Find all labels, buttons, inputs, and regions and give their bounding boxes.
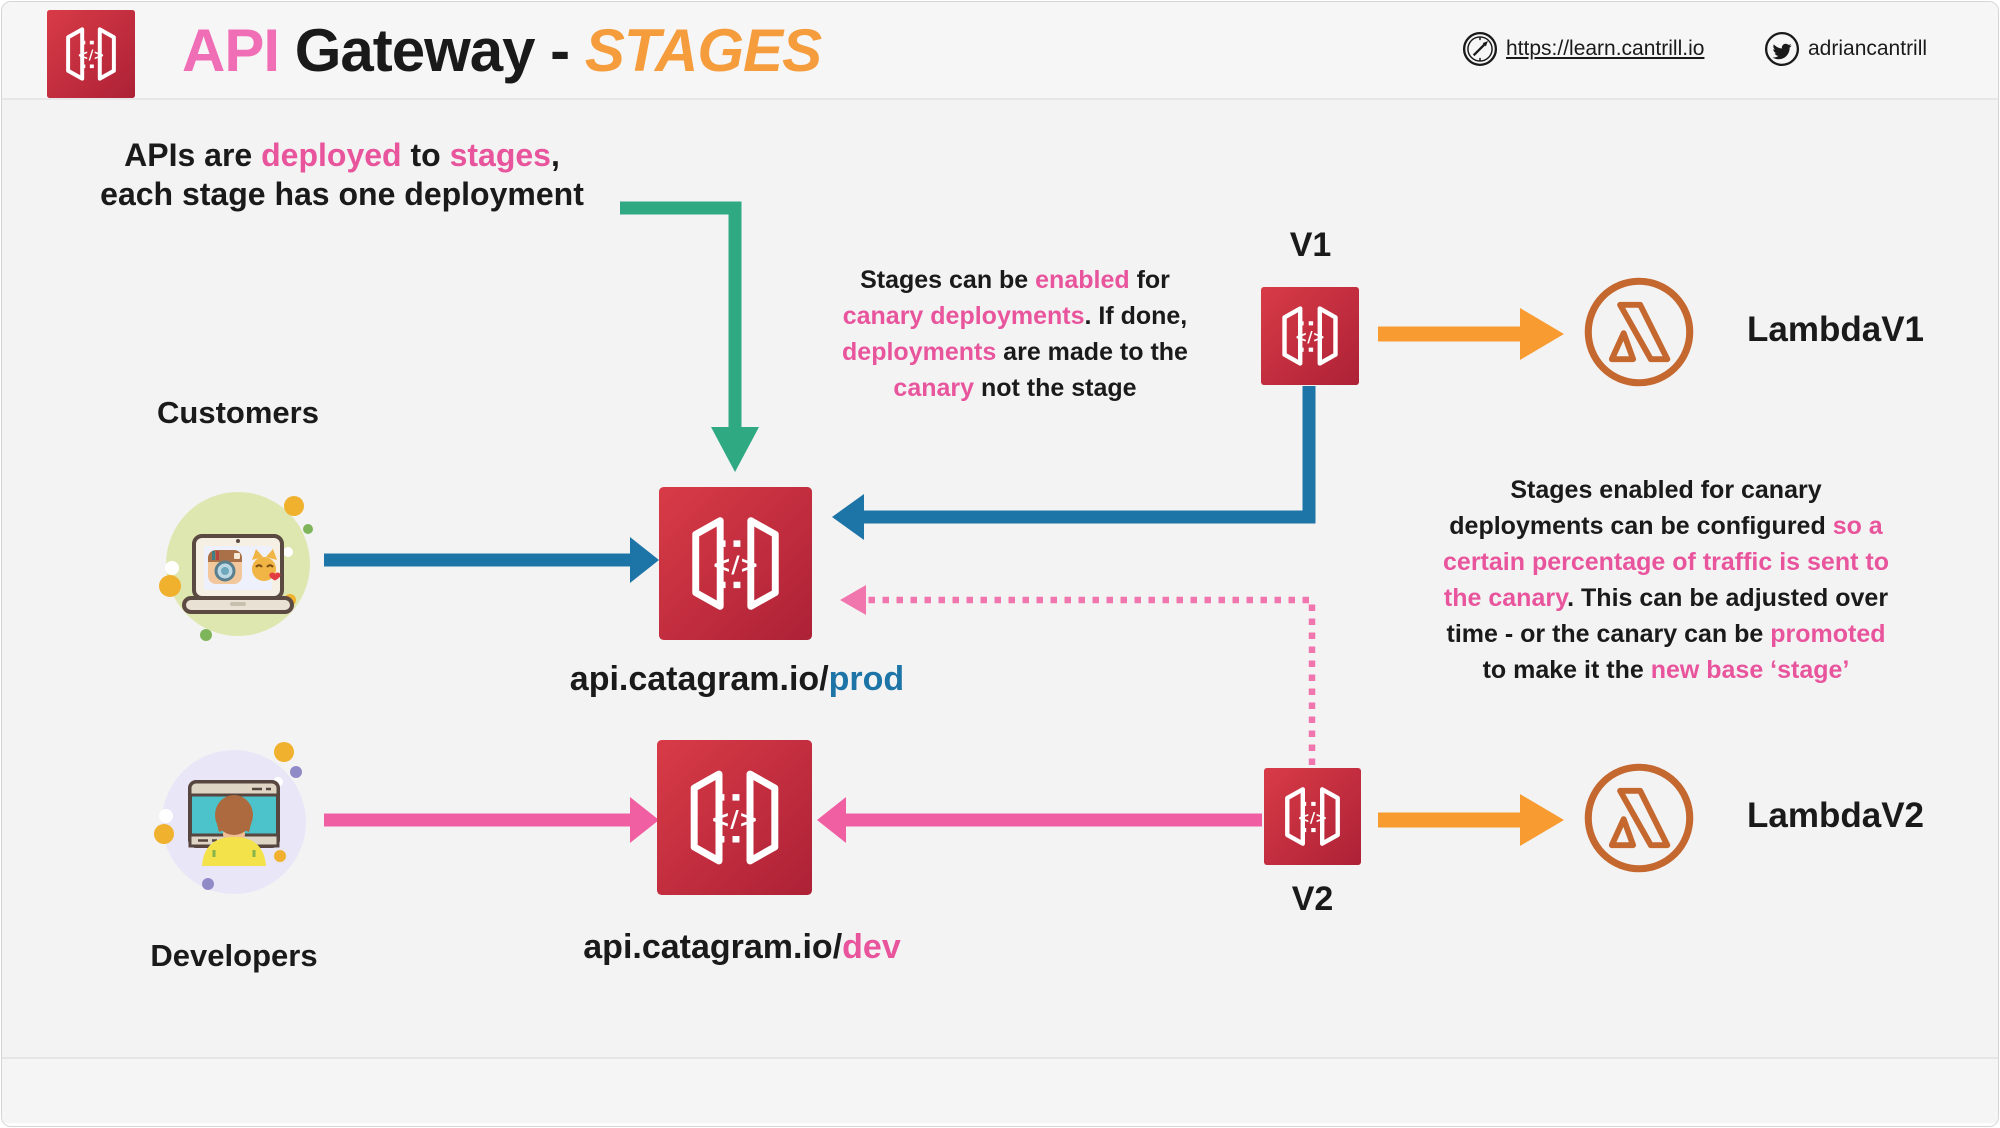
text-segment: Gateway -: [279, 17, 585, 84]
note-line: canary deployments. If done,: [790, 298, 1240, 334]
text-segment: api.catagram.io/: [569, 660, 829, 698]
text-segment: stages: [449, 137, 551, 173]
lambda-v1-icon: [1580, 273, 1698, 391]
text-segment: are made to the: [996, 338, 1188, 366]
note-line: each stage has one deployment: [42, 175, 642, 214]
twitter-icon: [1764, 31, 1800, 67]
bottom-strip: [2, 1057, 1998, 1125]
page-title: API Gateway - STAGES: [182, 16, 822, 85]
api-gateway-v1-icon: [1261, 287, 1359, 385]
note-canary: Stages can be enabled for canary deploym…: [790, 262, 1240, 406]
note-deployment: APIs are deployed to stages, each stage …: [42, 136, 642, 214]
twitter-group: adriancantrill: [1764, 29, 1927, 69]
twitter-handle[interactable]: adriancantrill: [1808, 37, 1928, 60]
note-line: Stages can be enabled for: [790, 262, 1240, 298]
text-segment: certain percentage of traffic is sent to: [1443, 548, 1889, 576]
text-segment: STAGES: [584, 17, 822, 84]
note-line: certain percentage of traffic is sent to: [1390, 544, 1942, 580]
text-segment: to: [401, 137, 450, 173]
developers-illustration: [154, 742, 306, 894]
bottom-edge: [2, 1123, 1998, 1126]
text-segment: for: [1129, 266, 1170, 294]
api-gateway-prod-icon: [659, 487, 812, 640]
text-segment: to make it the: [1482, 656, 1651, 684]
text-segment: time - or the canary can be: [1446, 620, 1771, 648]
note-line: APIs are deployed to stages,: [42, 136, 642, 175]
text-segment: deployed: [261, 137, 402, 173]
label-lambda-v2: LambdaV2: [1747, 796, 1924, 835]
arrow-developers-to-dev: [324, 797, 659, 843]
note-line: time - or the canary can be promoted: [1390, 616, 1942, 652]
text-segment: dev: [842, 928, 901, 966]
compass-icon: [1462, 31, 1498, 67]
text-segment: api.catagram.io/: [583, 928, 843, 966]
text-segment: deployments: [842, 338, 997, 366]
site-link-group: https://learn.cantrill.io: [1462, 29, 1704, 69]
text-segment: Stages can be: [860, 266, 1036, 294]
label-lambda-v1: LambdaV1: [1747, 310, 1924, 349]
text-segment: deployments can be configured: [1449, 512, 1833, 540]
arrow-deployment-to-stage: [620, 201, 759, 472]
label-prod-endpoint: api.catagram.io/prod: [507, 660, 967, 699]
text-segment: new base ‘stage’: [1650, 656, 1850, 684]
text-segment: ,: [550, 137, 560, 173]
text-segment: promoted: [1770, 620, 1886, 648]
text-segment: not the stage: [974, 374, 1137, 402]
text-segment: API: [182, 17, 280, 84]
text-segment: enabled: [1035, 266, 1130, 294]
arrow-customers-to-prod: [324, 537, 659, 583]
text-segment: APIs are: [124, 137, 262, 173]
arrow-v2-to-lambdav2: [1378, 794, 1564, 846]
label-customers: Customers: [157, 395, 319, 430]
note-line: Stages enabled for canary: [1390, 472, 1942, 508]
label-v2: V2: [1291, 880, 1334, 918]
arrow-v2-to-dev: [817, 797, 1262, 843]
text-segment: . If done,: [1084, 302, 1188, 330]
note-line: to make it the new base ‘stage’: [1390, 652, 1942, 688]
lambda-v2-icon: [1580, 759, 1698, 877]
text-segment: Stages enabled for canary: [1510, 476, 1822, 504]
note-line: canary not the stage: [790, 370, 1240, 406]
label-v1: V1: [1289, 226, 1332, 264]
text-segment: the canary: [1443, 584, 1568, 612]
note-canary-config: Stages enabled for canary deployments ca…: [1390, 472, 1942, 688]
text-segment: prod: [828, 660, 905, 698]
note-line: deployments are made to the: [790, 334, 1240, 370]
api-gateway-logo-icon: [47, 10, 135, 98]
label-dev-endpoint: api.catagram.io/dev: [512, 928, 972, 967]
text-segment: so a: [1832, 512, 1883, 540]
api-gateway-v2-icon: [1264, 768, 1361, 865]
arrow-v1-to-lambdav1: [1378, 308, 1564, 360]
label-developers: Developers: [150, 938, 318, 973]
header: API Gateway - STAGES https://learn.cantr…: [2, 2, 1998, 100]
note-line: deployments can be configured so a: [1390, 508, 1942, 544]
site-link[interactable]: https://learn.cantrill.io: [1506, 37, 1705, 60]
api-gateway-dev-icon: [657, 740, 812, 895]
text-segment: each stage has one deployment: [100, 176, 584, 212]
text-segment: canary: [893, 374, 975, 402]
text-segment: canary deployments: [842, 302, 1085, 330]
customers-illustration: [159, 492, 313, 641]
text-segment: . This can be adjusted over: [1567, 584, 1889, 612]
arrow-v1-to-prod: [832, 386, 1316, 540]
note-line: the canary. This can be adjusted over: [1390, 580, 1942, 616]
